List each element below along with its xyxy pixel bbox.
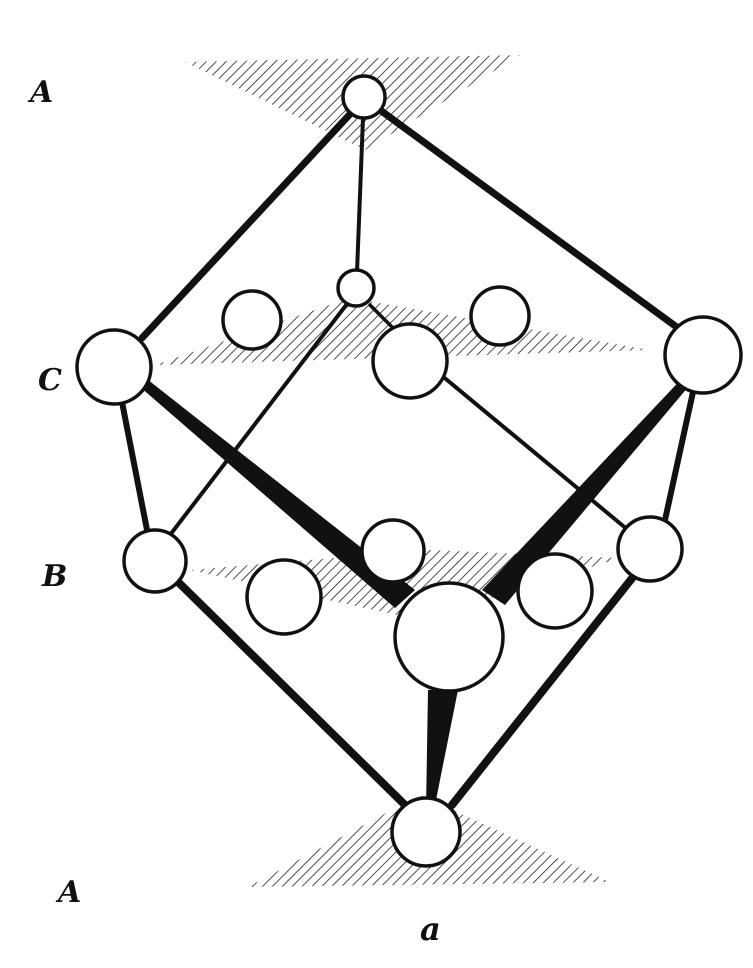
- atom-a-bottom: [390, 796, 462, 868]
- label-layer-top: A: [27, 75, 53, 110]
- label-layer-bottom: A: [55, 875, 81, 910]
- wedge-bonds: [132, 372, 694, 810]
- atom-c-back-small: [336, 268, 376, 308]
- bond-top-to-c-back: [355, 116, 365, 274]
- wedge-front-to-bottom: [426, 690, 458, 810]
- atom-c-back-right: [469, 285, 531, 347]
- atom-c-back-left: [221, 289, 283, 351]
- back-bonds: [168, 116, 630, 537]
- atom-b-right: [616, 515, 684, 583]
- wedge-c-right-to-front: [482, 372, 694, 605]
- atoms: [75, 74, 743, 868]
- bond-c-right-to-b-right: [662, 389, 696, 523]
- atom-a-top: [341, 74, 387, 120]
- bond-b-left-to-bottom: [169, 573, 409, 809]
- atom-b-mid-right: [516, 552, 594, 630]
- label-layer-lower-middle: B: [41, 559, 67, 594]
- wedge-c-left-to-front: [132, 372, 415, 608]
- bond-c-back-to-c-front: [368, 303, 397, 332]
- layer-labels: A C B A a: [27, 75, 441, 948]
- atom-c-front: [371, 322, 449, 400]
- atom-c-right: [663, 315, 743, 395]
- figure-caption: a: [420, 910, 441, 948]
- atom-b-mid-left: [245, 558, 323, 636]
- bond-c-front-to-b-right: [433, 368, 630, 532]
- atom-b-back: [360, 518, 426, 584]
- atom-b-left: [122, 528, 188, 594]
- bond-c-left-to-b-left: [119, 399, 151, 538]
- atom-c-left: [75, 328, 153, 406]
- label-layer-upper-middle: C: [38, 363, 62, 398]
- bond-top-to-c-right: [376, 106, 682, 332]
- front-bonds: [119, 106, 696, 809]
- layer-planes: [155, 55, 650, 887]
- bond-b-right-to-bottom: [448, 568, 641, 809]
- atom-b-front-large: [393, 581, 505, 693]
- bond-c-back-to-b-left: [168, 298, 352, 537]
- bond-top-to-c-left: [138, 108, 356, 342]
